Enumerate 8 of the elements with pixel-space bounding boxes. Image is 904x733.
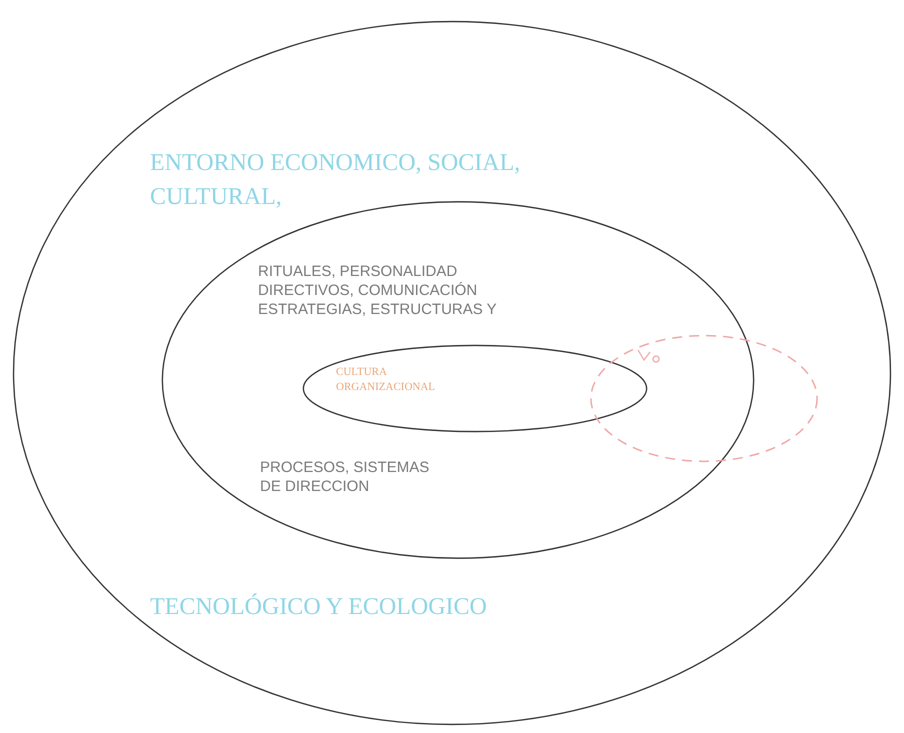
region-label: PROCESOS, SISTEMAS DE DIRECCION bbox=[260, 458, 430, 496]
region-label: TECNOLÓGICO Y ECOLOGICO bbox=[150, 592, 488, 622]
dashed-ellipse bbox=[590, 335, 818, 462]
ellipse-region bbox=[10, 18, 894, 728]
region-label: RITUALES, PERSONALIDAD DIRECTIVOS, COMUNICACIÓN ESTRATEGIAS, ESTRUCTURAS Y bbox=[258, 262, 498, 319]
region-label: ENTORNO ECONOMICO, SOCIAL, CULTURAL, bbox=[150, 149, 522, 212]
region-label: CULTURA ORGANIZACIONAL bbox=[336, 365, 436, 395]
ellipse-region bbox=[302, 345, 648, 432]
